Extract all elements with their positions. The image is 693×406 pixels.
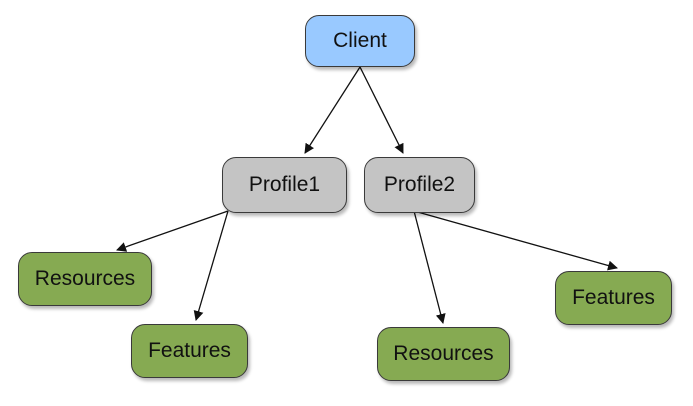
- profile1-node: Profile1: [222, 157, 347, 213]
- profile2-features-label: Features: [572, 286, 655, 309]
- profile1-resources-label: Resources: [34, 267, 136, 290]
- profile1-resources-node: Resources: [18, 252, 152, 306]
- edge-profile1-resources: [116, 210, 229, 252]
- profile2-resources-node: Resources: [377, 327, 510, 381]
- profile2-resources-label: Resources: [393, 342, 494, 365]
- profile2-features-node: Features: [555, 271, 672, 325]
- profile1-label: Profile1: [248, 173, 321, 196]
- edge-client-profile1: [304, 66, 361, 154]
- profile2-node: Profile2: [364, 157, 475, 213]
- client-node: Client: [305, 15, 415, 67]
- edge-profile2-resources: [413, 210, 446, 324]
- edge-client-profile2: [359, 66, 404, 154]
- profile2-label: Profile2: [383, 173, 456, 196]
- edge-profile1-features: [193, 210, 229, 321]
- client-label: Client: [333, 29, 387, 52]
- profile1-features-node: Features: [131, 324, 248, 378]
- edge-profile2-features: [413, 210, 618, 271]
- profile1-features-label: Features: [148, 339, 231, 362]
